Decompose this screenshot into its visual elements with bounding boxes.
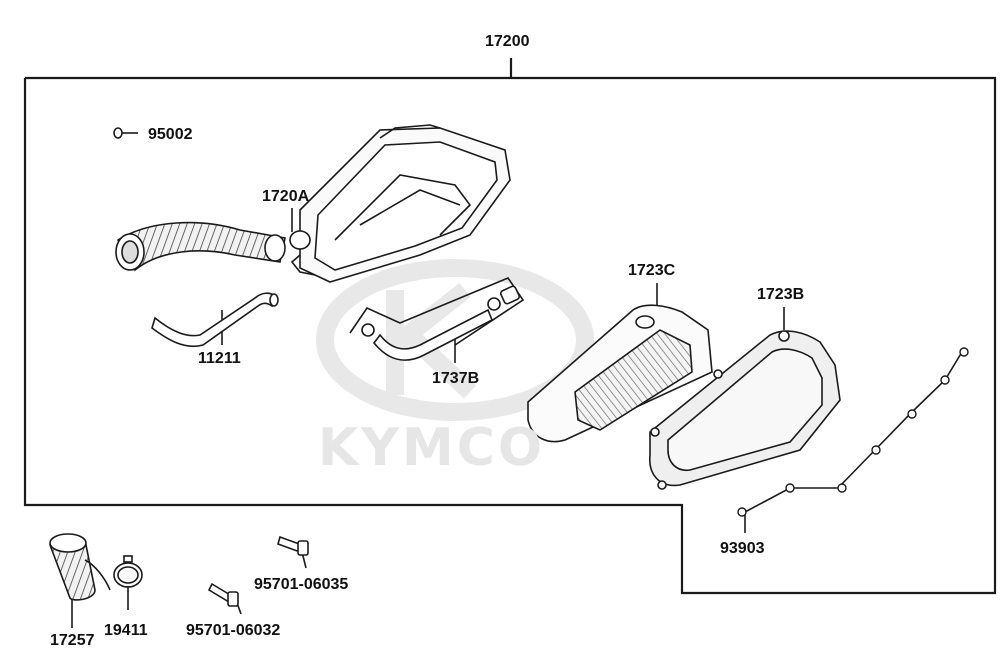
part-label-17200: 17200 [485, 33, 530, 50]
bolt-icons [207, 535, 309, 607]
hose-clamp-icon [113, 555, 143, 588]
assembly-bracket [23, 58, 997, 595]
part-label-1720A: 1720A [262, 188, 310, 205]
part-label-1737B: 1737B [432, 370, 480, 387]
cover-icon [649, 330, 841, 490]
drain-tube-icon [151, 292, 279, 347]
air-box-housing [289, 124, 511, 283]
screw-icons [737, 347, 969, 517]
part-label-1723C: 1723C [628, 262, 676, 279]
part-label-11211: 11211 [198, 350, 241, 367]
part-label-19411: 19411 [104, 622, 148, 639]
part-label-17257: 17257 [50, 632, 95, 649]
part-label-95002: 95002 [148, 126, 193, 143]
watermark-text: KYMCO [318, 418, 546, 478]
part-label-95701-06035: 95701-06035 [254, 576, 349, 593]
part-label-93903: 93903 [720, 540, 765, 557]
part-label-1723B: 1723B [757, 286, 805, 303]
bellows-duct-icon [49, 533, 111, 601]
intake-duct-icon [115, 221, 286, 272]
part-label-95701-06032: 95701-06032 [186, 622, 281, 639]
filter-element-icon [527, 304, 713, 443]
clip-icon [113, 127, 138, 139]
breather-hose-icon [361, 285, 521, 361]
watermark-logo [316, 259, 594, 421]
